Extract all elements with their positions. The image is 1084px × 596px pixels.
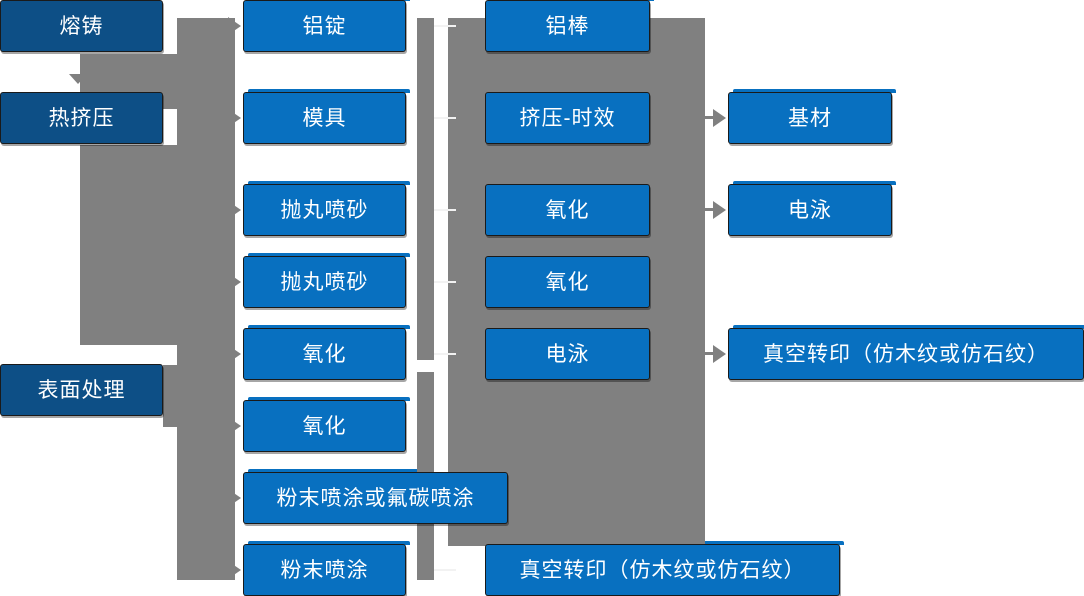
stage-node-surface-treatment[interactable]: 表面处理 bbox=[0, 364, 163, 416]
arrow-to-c2-5 bbox=[228, 345, 241, 363]
tick-line-4 bbox=[434, 281, 456, 283]
arrow-to-c4-2 bbox=[713, 201, 726, 219]
arrow-to-c4-3 bbox=[713, 345, 726, 363]
material-label-aluminum-bar: 铝棒 bbox=[545, 14, 590, 38]
process-node-mold[interactable]: 模具 bbox=[243, 89, 410, 144]
process-node-oxidation-1[interactable]: 氧化 bbox=[243, 325, 410, 380]
process-node-aluminum-ingot[interactable]: 铝锭 bbox=[243, 0, 410, 52]
process-node-shot-blasting-2[interactable]: 抛丸喷砂 bbox=[243, 253, 410, 308]
process-label-shot-blasting-1: 抛丸喷砂 bbox=[280, 198, 369, 222]
stage-label-surface-treatment: 表面处理 bbox=[37, 378, 126, 402]
stage-node-hot-extrusion[interactable]: 热挤压 bbox=[0, 92, 163, 144]
output-label-electrophoresis: 电泳 bbox=[788, 198, 832, 222]
material-label-oxidation-2: 氧化 bbox=[545, 270, 590, 294]
process-label-aluminum-ingot: 铝锭 bbox=[302, 14, 347, 38]
connector-spine-narrow bbox=[417, 18, 434, 580]
connector-channel bbox=[434, 18, 448, 580]
tick-line-1 bbox=[434, 25, 456, 27]
output-node-substrate[interactable]: 基材 bbox=[728, 89, 896, 144]
tick-line-2 bbox=[434, 117, 456, 119]
process-label-shot-blasting-2: 抛丸喷砂 bbox=[280, 270, 369, 294]
material-node-oxidation-2[interactable]: 氧化 bbox=[485, 253, 654, 308]
tick-line-6 bbox=[434, 569, 456, 571]
process-label-oxidation-2: 氧化 bbox=[302, 414, 347, 438]
channel-gap-1 bbox=[417, 360, 434, 372]
stage-label-melt-cast: 熔铸 bbox=[59, 14, 104, 38]
output-node-vacuum-transfer-print[interactable]: 真空转印（仿木纹或仿石纹） bbox=[728, 325, 1084, 380]
process-node-shot-blasting-1[interactable]: 抛丸喷砂 bbox=[243, 181, 410, 236]
material-node-oxidation-1[interactable]: 氧化 bbox=[485, 181, 654, 236]
arrow-to-c2-1 bbox=[228, 17, 241, 35]
tick-line-5 bbox=[434, 353, 456, 355]
tick-line-3 bbox=[434, 209, 456, 211]
material-label-oxidation-1: 氧化 bbox=[545, 198, 590, 222]
process-node-powder-coating[interactable]: 粉末喷涂 bbox=[243, 541, 410, 596]
stage-node-melt-cast[interactable]: 熔铸 bbox=[0, 0, 163, 52]
process-label-powder-or-fluorocarbon-coating: 粉末喷涂或氟碳喷涂 bbox=[276, 486, 475, 510]
arrow-line-to-c4-3 bbox=[705, 352, 719, 355]
output-label-substrate: 基材 bbox=[788, 106, 832, 130]
stage-down-arrowhead bbox=[69, 74, 87, 84]
arrow-to-c2-2 bbox=[228, 109, 241, 127]
process-label-powder-coating: 粉末喷涂 bbox=[280, 558, 369, 582]
arrow-line-to-c4-2 bbox=[705, 208, 719, 211]
arrow-to-c2-4 bbox=[228, 273, 241, 291]
stage-label-hot-extrusion: 热挤压 bbox=[48, 106, 115, 130]
material-label-extrusion-aging: 挤压-时效 bbox=[519, 106, 616, 130]
material-label-vacuum-transfer-print: 真空转印（仿木纹或仿石纹） bbox=[519, 558, 806, 582]
material-node-electrophoresis[interactable]: 电泳 bbox=[485, 325, 654, 380]
material-node-vacuum-transfer-print[interactable]: 真空转印（仿木纹或仿石纹） bbox=[485, 541, 844, 596]
material-node-aluminum-bar[interactable]: 铝棒 bbox=[485, 0, 654, 52]
arrow-to-c2-7 bbox=[228, 489, 241, 507]
arrow-to-c2-6 bbox=[228, 417, 241, 435]
material-label-electrophoresis: 电泳 bbox=[545, 342, 590, 366]
connector-notch-lower bbox=[0, 345, 177, 365]
arrow-to-c2-8 bbox=[228, 561, 241, 579]
arrow-to-c4-1 bbox=[713, 109, 726, 127]
process-node-powder-or-fluorocarbon-coating[interactable]: 粉末喷涂或氟碳喷涂 bbox=[243, 469, 512, 524]
connector-notch-bottomleft bbox=[0, 427, 177, 582]
process-label-mold: 模具 bbox=[302, 106, 347, 130]
arrow-to-c2-3 bbox=[228, 201, 241, 219]
arrow-line-to-c4-1 bbox=[705, 116, 719, 119]
surface-link-line bbox=[163, 390, 179, 392]
output-label-vacuum-transfer-print: 真空转印（仿木纹或仿石纹） bbox=[763, 342, 1049, 366]
material-node-extrusion-aging[interactable]: 挤压-时效 bbox=[485, 89, 654, 144]
output-node-electrophoresis[interactable]: 电泳 bbox=[728, 181, 896, 236]
process-node-oxidation-2[interactable]: 氧化 bbox=[243, 397, 410, 452]
process-label-oxidation-1: 氧化 bbox=[302, 342, 347, 366]
